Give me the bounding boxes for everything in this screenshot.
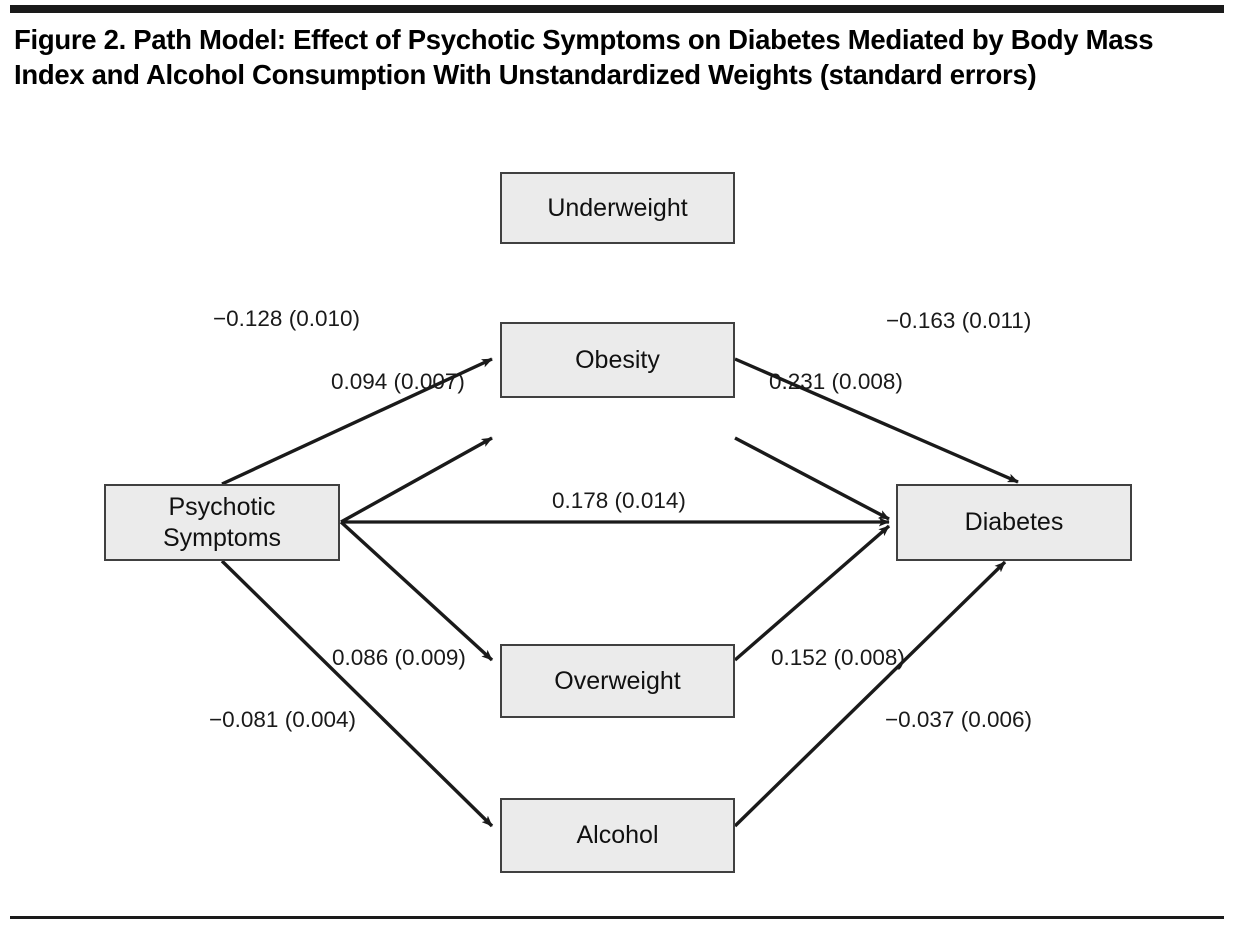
node-underweight[interactable]: Underweight [500,172,735,244]
bottom-rule [10,916,1224,919]
node-alcohol-label: Alcohol [576,821,659,850]
edge-psychotic-to-underweight [221,357,493,486]
node-psychotic-symptoms-label: Psychotic Symptoms [162,493,282,552]
path-diagram-canvas [220,357,1019,828]
edge-label-alcohol-to-diabetes: −0.037 (0.006) [885,707,1032,732]
node-diabetes-label: Diabetes [964,508,1064,537]
edge-label-underweight-to-diabetes: −0.163 (0.011) [886,308,1032,333]
node-underweight-label: Underweight [547,193,688,222]
node-obesity-label: Obesity [575,345,660,374]
edge-underweight-to-diabetes [734,357,1019,484]
node-alcohol[interactable]: Alcohol [500,798,735,873]
edge-label-overweight-to-diabetes: 0.152 (0.008) [771,645,905,670]
node-overweight-label: Overweight [554,666,681,695]
edge-alcohol-to-diabetes [733,560,1007,828]
edge-label-psychotic-to-underweight: −0.128 (0.010) [213,306,360,331]
edge-overweight-to-diabetes [733,524,891,662]
edge-label-psychotic-to-diabetes: 0.178 (0.014) [552,488,686,513]
edge-psychotic-to-alcohol [220,559,494,828]
node-obesity[interactable]: Obesity [500,322,735,398]
edge-label-psychotic-to-obesity: 0.094 (0.007) [331,369,465,394]
node-psychotic-symptoms[interactable]: Psychotic Symptoms [104,484,340,561]
edge-obesity-to-diabetes [734,436,890,521]
figure-title: Figure 2. Path Model: Effect of Psychoti… [14,24,1154,91]
edge-label-psychotic-to-overweight: 0.086 (0.009) [332,645,466,670]
node-diabetes[interactable]: Diabetes [896,484,1132,561]
edge-label-obesity-to-diabetes: 0.231 (0.008) [769,369,903,394]
edge-label-psychotic-to-alcohol: −0.081 (0.004) [209,707,356,732]
edge-psychotic-to-obesity [340,436,493,524]
node-overweight[interactable]: Overweight [500,644,735,718]
top-rule [10,5,1224,13]
edge-psychotic-to-overweight [339,520,494,662]
